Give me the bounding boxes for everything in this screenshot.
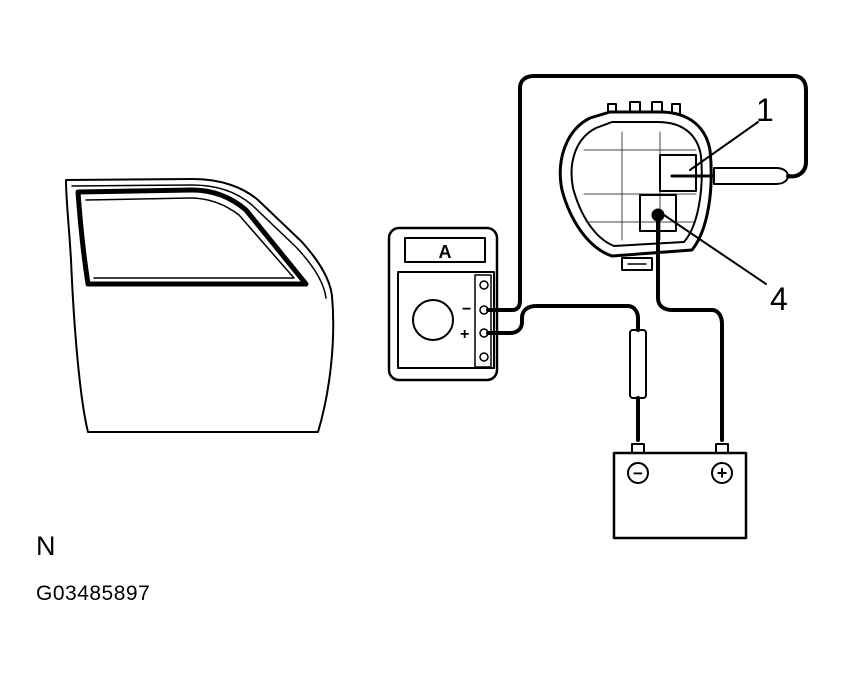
ammeter-jack xyxy=(479,352,489,362)
ammeter-dial xyxy=(412,299,454,341)
battery-body xyxy=(612,451,748,540)
battery-negative-symbol: − xyxy=(633,464,643,483)
ammeter-display xyxy=(404,237,486,263)
door-window-inner xyxy=(85,197,295,279)
connector-housing xyxy=(558,101,714,271)
wires xyxy=(486,74,808,442)
callout-4-leader xyxy=(663,214,767,285)
battery-terminal-positive-post xyxy=(715,443,729,454)
door-orientation-label: N xyxy=(36,531,56,561)
housing-bottom-latch xyxy=(621,257,653,271)
callout-1-leader xyxy=(689,121,759,171)
ammeter-display-label: A xyxy=(439,242,452,262)
battery-positive-symbol-icon xyxy=(711,462,733,484)
battery-negative-symbol-icon xyxy=(627,462,649,484)
ammeter: A − + xyxy=(387,226,499,382)
housing-inner-shell xyxy=(570,121,703,247)
battery-terminal-negative-post xyxy=(631,443,645,454)
housing-outer-shell xyxy=(558,110,713,258)
wire-meter-minus-to-terminal-1 xyxy=(486,74,808,312)
ammeter-body xyxy=(387,226,499,382)
callouts: 1 4 xyxy=(663,92,788,317)
figure-code: G03485897 xyxy=(36,582,151,605)
wire-meter-plus-to-battery-negative xyxy=(486,304,640,335)
terminal-1-cavity xyxy=(659,154,697,192)
callout-4-label: 4 xyxy=(770,281,788,317)
battery-test-lead xyxy=(629,329,647,442)
door-window-frame xyxy=(75,187,309,287)
wire-terminal-4-to-battery-positive xyxy=(656,218,724,442)
lead-handle xyxy=(629,329,647,399)
probe xyxy=(699,167,789,185)
door-inner-outline xyxy=(71,184,327,299)
battery-positive-symbol: + xyxy=(717,463,728,483)
ammeter-jack xyxy=(479,280,489,290)
probe-body xyxy=(713,167,789,185)
door-outer-outline xyxy=(65,178,335,433)
ammeter-minus-sign: − xyxy=(462,301,471,318)
ammeter-jack-strip xyxy=(474,274,492,368)
battery: − + xyxy=(612,443,748,540)
ammeter-panel xyxy=(397,271,495,369)
ammeter-plus-sign: + xyxy=(460,326,469,343)
housing-top-tabs xyxy=(607,101,681,115)
callout-1-label: 1 xyxy=(756,92,774,128)
car-door xyxy=(65,178,335,433)
